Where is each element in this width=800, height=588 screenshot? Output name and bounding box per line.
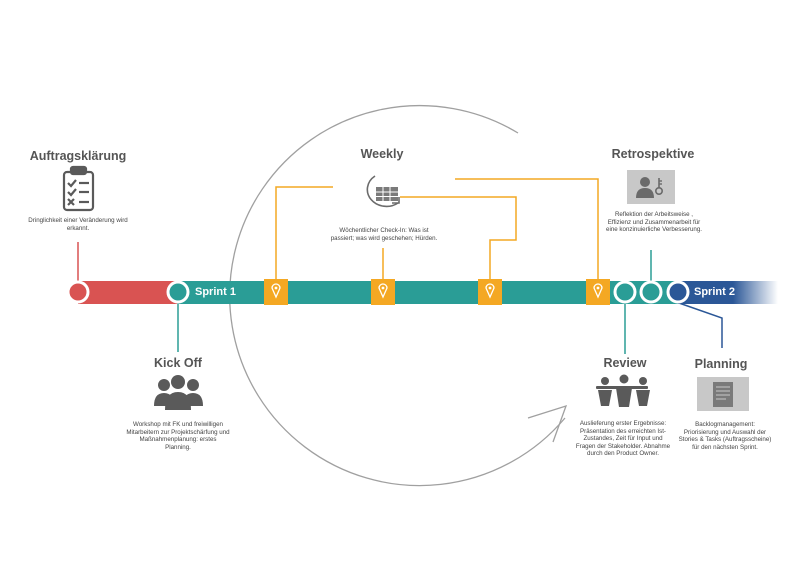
weekly-marker-2 xyxy=(371,279,395,305)
kickoff-title: Kick Off xyxy=(154,356,202,370)
cycle-arrowhead xyxy=(527,404,568,443)
checklist-clipboard-icon xyxy=(62,165,95,212)
sprint-1-label: Sprint 1 xyxy=(195,286,236,298)
planning-desc: Backlogmanagement: Priorisierung und Aus… xyxy=(678,421,772,451)
group-people-icon xyxy=(154,375,203,410)
milestone-retro xyxy=(639,280,663,304)
timeline-navy-segment xyxy=(678,281,778,304)
kickoff-desc: Workshop mit FK und freiwilligen Mitarbe… xyxy=(126,421,230,451)
planning-title: Planning xyxy=(694,357,748,371)
milestone-auftrag xyxy=(66,280,90,304)
timeline-teal-segment xyxy=(178,281,678,304)
weekly-marker-4 xyxy=(586,279,610,305)
weekly-marker-1 xyxy=(264,279,288,305)
person-key-icon xyxy=(627,170,675,204)
review-desc: Auslieferung erster Ergebnisse: Präsenta… xyxy=(575,420,671,458)
review-title: Review xyxy=(603,356,647,370)
weekly-desc: Wöchentlicher Check-In: Was ist passiert… xyxy=(330,227,438,242)
milestone-kickoff xyxy=(166,280,190,304)
retrospektive-title: Retrospektive xyxy=(611,147,695,161)
document-icon xyxy=(697,377,749,411)
calendar-cycle-icon xyxy=(366,175,400,208)
milestone-review xyxy=(613,280,637,304)
cycle-arc xyxy=(229,104,566,487)
weekly-title: Weekly xyxy=(360,147,404,161)
auftragsklaerung-title: Auftragsklärung xyxy=(29,149,127,163)
presenters-podium-icon xyxy=(596,374,650,407)
auftragsklaerung-desc: Dringlichkeit einer Veränderung wird erk… xyxy=(28,217,128,232)
milestone-planning xyxy=(666,280,690,304)
sprint-2-label: Sprint 2 xyxy=(694,286,735,298)
retrospektive-desc: Reflektion der Arbeitsweise , Effizienz … xyxy=(606,211,702,234)
planning-stem xyxy=(678,302,723,348)
timeline-red-segment xyxy=(78,281,178,304)
weekly-connectors xyxy=(275,178,599,280)
weekly-marker-3 xyxy=(478,279,502,305)
